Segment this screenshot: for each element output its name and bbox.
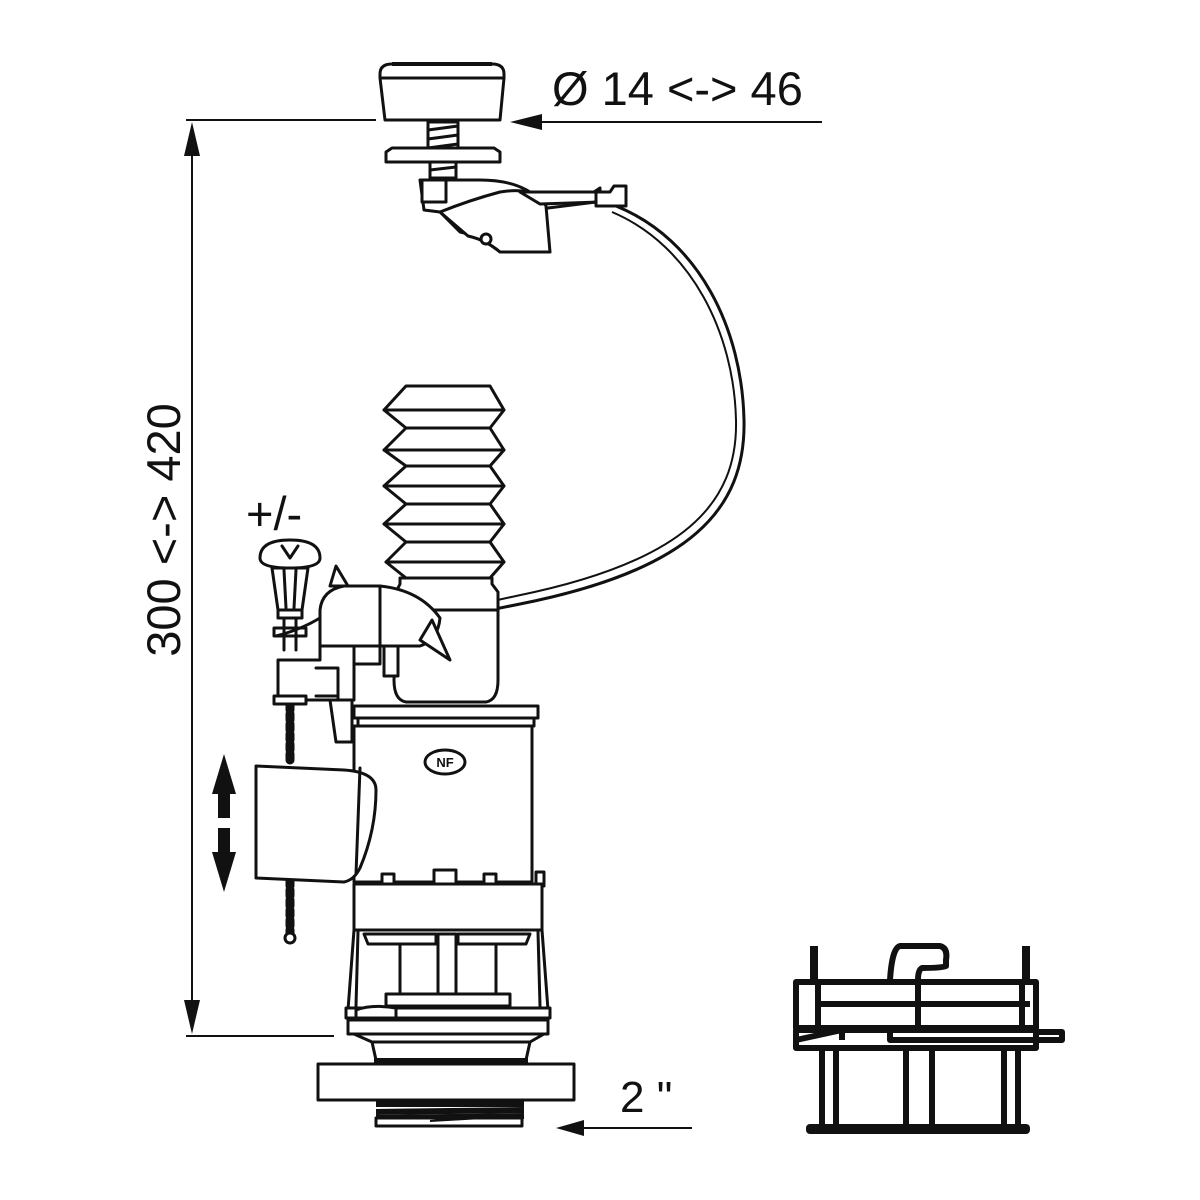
cage-crossbar	[456, 932, 532, 946]
outlet-nut-body	[316, 1062, 576, 1102]
push-button	[378, 62, 506, 180]
arrow-up-icon	[184, 122, 200, 156]
cable-outer	[438, 204, 746, 624]
arrow-up-icon	[212, 754, 236, 794]
cage-crossbar	[362, 932, 438, 946]
button-diameter-dimension: Ø 14 <-> 46	[510, 62, 822, 130]
seat-neck	[370, 1040, 532, 1062]
height-adjust-float	[212, 694, 378, 945]
push-button-cap	[378, 62, 506, 122]
thread-end	[374, 1116, 524, 1128]
spring-coil	[426, 133, 460, 141]
cage-side-inner	[354, 930, 542, 1008]
arrow-down-icon	[212, 852, 236, 892]
bellows-fold	[384, 540, 506, 580]
cage-side	[346, 928, 550, 1012]
pivot-icon	[479, 232, 493, 246]
float-hinge	[314, 666, 340, 702]
bellows-fold	[382, 426, 506, 468]
seal-lip	[354, 1004, 398, 1020]
outlet-nut	[316, 1062, 576, 1102]
float-link	[274, 616, 322, 638]
valve-cage	[346, 882, 550, 1012]
cage-base-plate	[384, 992, 512, 1008]
seat-gasket	[374, 1058, 528, 1063]
height-range-label: 300 <-> 420	[137, 403, 190, 657]
cable-guide	[546, 200, 598, 210]
actuator-clip	[420, 178, 448, 204]
detail-base-plate	[806, 1124, 1030, 1134]
up-down-arrow-icon	[212, 754, 236, 892]
detail-tab-right	[887, 1029, 1065, 1043]
detail-latch	[887, 943, 950, 981]
outlet-size-label: 2 "	[620, 1073, 672, 1122]
outlet-dimension: 2 "	[556, 1073, 692, 1136]
detail-tab-left	[795, 1027, 845, 1043]
seal-seat	[344, 1004, 552, 1063]
body-tab	[432, 868, 458, 886]
float-block	[254, 764, 378, 884]
cage-stem	[436, 932, 458, 996]
screw-slot	[280, 544, 300, 560]
spring-coil	[426, 124, 460, 132]
float-bracket	[276, 644, 356, 702]
arrow-down-icon	[184, 1000, 200, 1034]
detail-post	[1022, 946, 1030, 980]
adjustment-screw: +/-	[246, 487, 322, 652]
nf-logo-text: NF	[436, 755, 453, 770]
push-button-flange	[384, 146, 502, 164]
cable-clamp	[594, 184, 628, 208]
screw-flute	[282, 568, 288, 610]
screw-cone	[270, 566, 310, 612]
push-button-top	[392, 62, 492, 66]
float-pin-block	[352, 644, 382, 666]
seat-ring	[346, 1018, 550, 1036]
bellows-fold	[382, 384, 506, 430]
float-block-edge	[354, 766, 362, 876]
thread-mark	[430, 1114, 500, 1122]
rod-end	[283, 931, 297, 945]
detail-post	[810, 946, 818, 980]
float-mechanism	[274, 564, 452, 744]
cable-inner	[439, 211, 738, 615]
screw-collar	[276, 608, 304, 620]
float-fin	[328, 564, 350, 588]
screw-flute	[292, 568, 298, 610]
cable-actuator-housing	[418, 178, 628, 254]
float-stem	[328, 698, 354, 744]
valve-body-lip	[352, 704, 540, 720]
base-detail-section	[793, 943, 1065, 1134]
thread-ridge	[375, 1107, 525, 1115]
cage-top-ring	[352, 882, 544, 932]
bowden-cable	[438, 204, 746, 624]
push-button-spring	[426, 120, 460, 152]
button-diameter-label: Ø 14 <-> 46	[552, 62, 803, 115]
height-dimension: 300 <-> 420	[137, 119, 376, 1037]
rod-washer	[272, 694, 308, 706]
valve-body: NF	[352, 704, 546, 888]
arrow-shaft	[218, 828, 230, 852]
arrow-left-icon	[510, 114, 542, 130]
screw-head	[258, 538, 322, 570]
float-arm	[382, 644, 400, 678]
spring-coil	[428, 165, 458, 172]
outlet-thread	[374, 1101, 525, 1128]
arrow-shaft	[218, 794, 230, 818]
adjust-label: +/-	[246, 487, 302, 540]
float-tail	[418, 618, 452, 662]
arrow-left-icon	[556, 1120, 584, 1136]
nf-logo-icon	[423, 748, 467, 776]
